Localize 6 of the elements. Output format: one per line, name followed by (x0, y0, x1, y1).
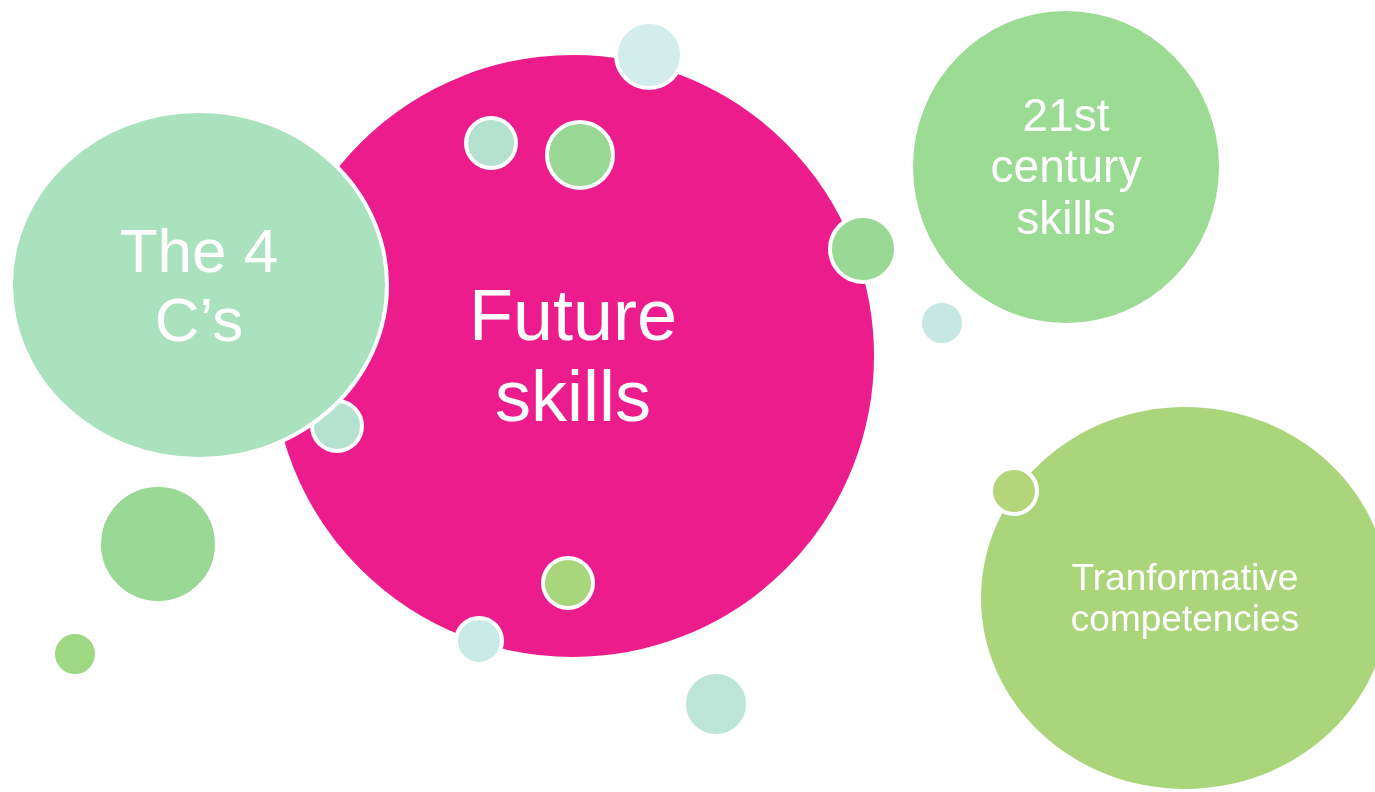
topic-label: Future skills (467, 275, 679, 437)
decorative-bubble (541, 556, 595, 610)
topic-label: Tranformative competencies (1069, 556, 1301, 640)
decorative-bubble (464, 116, 518, 170)
topic-label: 21st century skills (989, 89, 1143, 245)
topic-label: The 4 C’s (118, 215, 280, 355)
